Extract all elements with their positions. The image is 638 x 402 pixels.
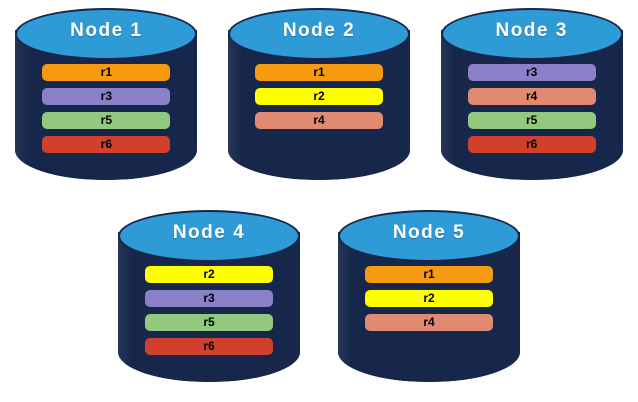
replica-stack: r3 r4 r5 r6 xyxy=(441,64,623,153)
database-node-node-5[interactable]: Node 5 r1 r2 r4 xyxy=(338,210,520,390)
replica-bar[interactable]: r1 xyxy=(365,266,493,283)
replica-bar[interactable]: r5 xyxy=(467,112,596,129)
replica-bar[interactable]: r1 xyxy=(255,64,383,81)
replica-bar[interactable]: r6 xyxy=(145,338,273,355)
node-slot: Node 5 r1 r2 r4 xyxy=(319,210,539,390)
replica-bar[interactable]: r5 xyxy=(42,112,171,129)
node-label: Node 3 xyxy=(495,20,568,41)
replica-bar[interactable]: r2 xyxy=(255,88,383,105)
cylinder-top-ellipse xyxy=(15,8,198,60)
replica-bar[interactable]: r4 xyxy=(467,88,596,105)
database-node-node-2[interactable]: Node 2 r1 r2 r4 xyxy=(228,8,410,188)
node-slot: Node 2 r1 r2 r4 xyxy=(213,8,426,188)
replica-bar[interactable]: r3 xyxy=(145,290,273,307)
node-slot: Node 1 r1 r3 r5 r6 xyxy=(0,8,213,188)
cylinder-top-ellipse xyxy=(118,210,300,262)
replica-stack: r2 r3 r5 r6 xyxy=(118,266,300,355)
database-node-node-1[interactable]: Node 1 r1 r3 r5 r6 xyxy=(15,8,198,188)
replica-bar[interactable]: r5 xyxy=(145,314,273,331)
node-label: Node 2 xyxy=(282,20,356,41)
replica-bar[interactable]: r2 xyxy=(365,290,493,307)
replica-stack: r1 r3 r5 r6 xyxy=(15,64,197,153)
node-row-top: Node 1 r1 r3 r5 r6 Node 2 r1 r2 r4 Node 3 r3 r4 r5 r6 xyxy=(0,8,638,188)
cylinder-top-ellipse xyxy=(338,210,520,262)
replica-bar[interactable]: r6 xyxy=(467,136,596,153)
replica-bar[interactable]: r4 xyxy=(365,314,493,331)
replica-stack: r1 r2 r4 xyxy=(338,266,520,331)
database-node-node-3[interactable]: Node 3 r3 r4 r5 r6 xyxy=(440,8,623,188)
cylinder-body xyxy=(440,30,623,180)
replica-bar[interactable]: r4 xyxy=(255,112,383,129)
node-label: Node 5 xyxy=(392,222,466,243)
node-label: Node 4 xyxy=(172,222,246,243)
cylinder-top-ellipse xyxy=(228,8,410,60)
database-node-node-4[interactable]: Node 4 r2 r3 r5 r6 xyxy=(118,210,300,390)
cylinder-top-ellipse xyxy=(440,8,623,60)
node-row-bottom: Node 4 r2 r3 r5 r6 Node 5 r1 r2 r4 xyxy=(0,210,638,390)
replica-stack: r1 r2 r4 xyxy=(228,64,410,129)
node-label: Node 1 xyxy=(70,20,143,41)
replica-bar[interactable]: r6 xyxy=(42,136,171,153)
replica-bar[interactable]: r3 xyxy=(467,64,596,81)
node-slot: Node 3 r3 r4 r5 r6 xyxy=(425,8,638,188)
replica-bar[interactable]: r1 xyxy=(42,64,171,81)
replica-bar[interactable]: r2 xyxy=(145,266,273,283)
replica-bar[interactable]: r3 xyxy=(42,88,171,105)
node-slot: Node 4 r2 r3 r5 r6 xyxy=(99,210,319,390)
